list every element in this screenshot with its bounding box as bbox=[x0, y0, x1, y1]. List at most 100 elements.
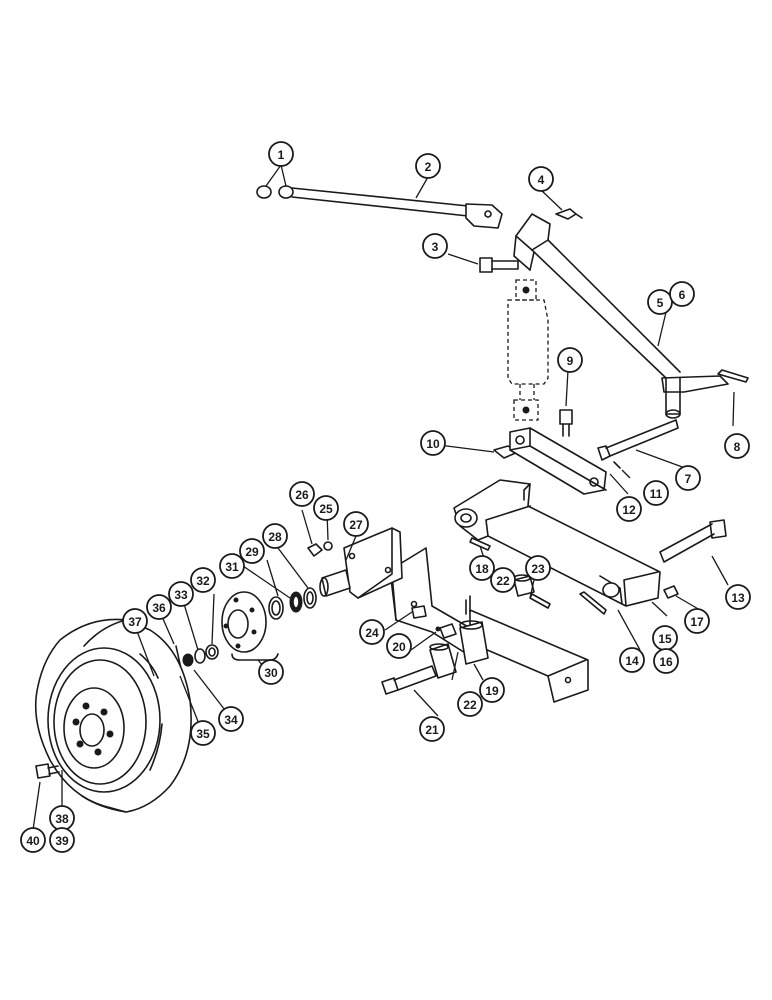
callout-37: 37 bbox=[122, 608, 148, 634]
callout-9: 9 bbox=[557, 347, 583, 373]
callout-28: 28 bbox=[262, 523, 288, 549]
svg-text:13: 13 bbox=[731, 591, 745, 605]
tie-rod bbox=[291, 187, 503, 229]
callout-19: 19 bbox=[479, 677, 505, 703]
callout-33: 33 bbox=[168, 581, 194, 607]
svg-text:11: 11 bbox=[650, 487, 663, 501]
wheel-tire bbox=[34, 618, 192, 813]
callout-30: 30 bbox=[258, 659, 284, 685]
bolt-lower bbox=[381, 665, 437, 695]
callout-2: 2 bbox=[415, 153, 441, 179]
callout-5: 5 bbox=[647, 289, 673, 315]
svg-text:36: 36 bbox=[152, 601, 166, 615]
bushing-upper bbox=[513, 574, 535, 597]
nut-small bbox=[613, 461, 621, 469]
callout-34: 34 bbox=[218, 706, 244, 732]
callout-35: 35 bbox=[190, 720, 216, 746]
callout-40: 40 bbox=[20, 827, 46, 853]
callout-39: 39 bbox=[49, 827, 75, 853]
callout-11: 11 bbox=[643, 480, 669, 506]
svg-text:19: 19 bbox=[485, 684, 499, 698]
bolt-link bbox=[559, 409, 573, 437]
cotter-36 bbox=[175, 645, 181, 665]
callout-26: 26 bbox=[289, 481, 315, 507]
bearing-29 bbox=[289, 591, 303, 613]
svg-text:9: 9 bbox=[567, 354, 574, 368]
svg-text:20: 20 bbox=[392, 640, 406, 654]
svg-text:15: 15 bbox=[658, 632, 672, 646]
svg-text:10: 10 bbox=[426, 437, 440, 451]
bolt-upper bbox=[479, 257, 519, 273]
svg-text:26: 26 bbox=[295, 488, 309, 502]
callout-15: 15 bbox=[652, 625, 678, 651]
svg-text:40: 40 bbox=[26, 834, 40, 848]
cotter-pin-left bbox=[469, 537, 491, 551]
svg-text:31: 31 bbox=[225, 560, 239, 574]
svg-text:39: 39 bbox=[55, 834, 69, 848]
link-bar bbox=[509, 427, 607, 495]
callout-36: 36 bbox=[146, 594, 172, 620]
svg-text:4: 4 bbox=[538, 173, 545, 187]
svg-text:22: 22 bbox=[463, 698, 477, 712]
cotter-pin-right bbox=[717, 369, 749, 383]
svg-text:29: 29 bbox=[245, 545, 259, 559]
callout-22-upper: 22 bbox=[490, 567, 516, 593]
svg-text:5: 5 bbox=[657, 296, 664, 310]
callout-23: 23 bbox=[525, 555, 551, 581]
svg-text:1: 1 bbox=[278, 148, 285, 162]
wheel-hub bbox=[221, 591, 267, 653]
long-bolt bbox=[597, 419, 679, 461]
svg-text:30: 30 bbox=[264, 666, 278, 680]
callout-16: 16 bbox=[653, 648, 679, 674]
callout-12: 12 bbox=[616, 496, 642, 522]
nut-34 bbox=[182, 653, 194, 667]
bushing-lower bbox=[429, 643, 457, 679]
shock-absorber bbox=[507, 279, 549, 421]
svg-text:18: 18 bbox=[475, 562, 489, 576]
washer-25 bbox=[323, 541, 333, 551]
callout-32: 32 bbox=[190, 567, 216, 593]
callout-17: 17 bbox=[684, 608, 710, 634]
callout-18: 18 bbox=[469, 555, 495, 581]
callout-8: 8 bbox=[724, 433, 750, 459]
nut-26 bbox=[307, 543, 323, 557]
callout-7: 7 bbox=[675, 465, 701, 491]
svg-text:6: 6 bbox=[679, 288, 686, 302]
svg-text:8: 8 bbox=[734, 440, 741, 454]
svg-text:3: 3 bbox=[432, 240, 439, 254]
svg-text:24: 24 bbox=[365, 626, 379, 640]
svg-text:16: 16 bbox=[659, 655, 673, 669]
svg-text:25: 25 bbox=[319, 502, 333, 516]
callout-25: 25 bbox=[313, 495, 339, 521]
callout-4: 4 bbox=[528, 166, 554, 192]
callout-10: 10 bbox=[420, 430, 446, 456]
callout-24: 24 bbox=[359, 619, 385, 645]
spindle-shaft bbox=[319, 569, 351, 597]
callout-14: 14 bbox=[619, 647, 645, 673]
callout-20: 20 bbox=[386, 633, 412, 659]
washer-pair bbox=[256, 185, 294, 199]
callout-21: 21 bbox=[419, 716, 445, 742]
svg-text:34: 34 bbox=[224, 713, 238, 727]
pin-lower bbox=[579, 591, 607, 615]
washer-33 bbox=[194, 648, 206, 664]
svg-text:35: 35 bbox=[196, 727, 210, 741]
sleeve-lower bbox=[459, 620, 489, 665]
svg-text:27: 27 bbox=[349, 518, 363, 532]
long-bolt-right bbox=[659, 519, 727, 563]
main-beam bbox=[453, 479, 661, 607]
lug-bolt bbox=[35, 763, 60, 779]
cotter-pin-top bbox=[555, 208, 583, 220]
bolt-small bbox=[411, 605, 427, 619]
callout-29: 29 bbox=[239, 538, 265, 564]
callout-1: 1 bbox=[268, 141, 294, 167]
grease-fitting bbox=[435, 623, 457, 639]
callout-3: 3 bbox=[422, 233, 448, 259]
svg-text:37: 37 bbox=[128, 615, 142, 629]
svg-text:7: 7 bbox=[685, 472, 692, 486]
callout-31: 31 bbox=[219, 553, 245, 579]
arm-frame bbox=[513, 213, 729, 419]
svg-text:38: 38 bbox=[55, 812, 69, 826]
callout-6: 6 bbox=[669, 281, 695, 307]
